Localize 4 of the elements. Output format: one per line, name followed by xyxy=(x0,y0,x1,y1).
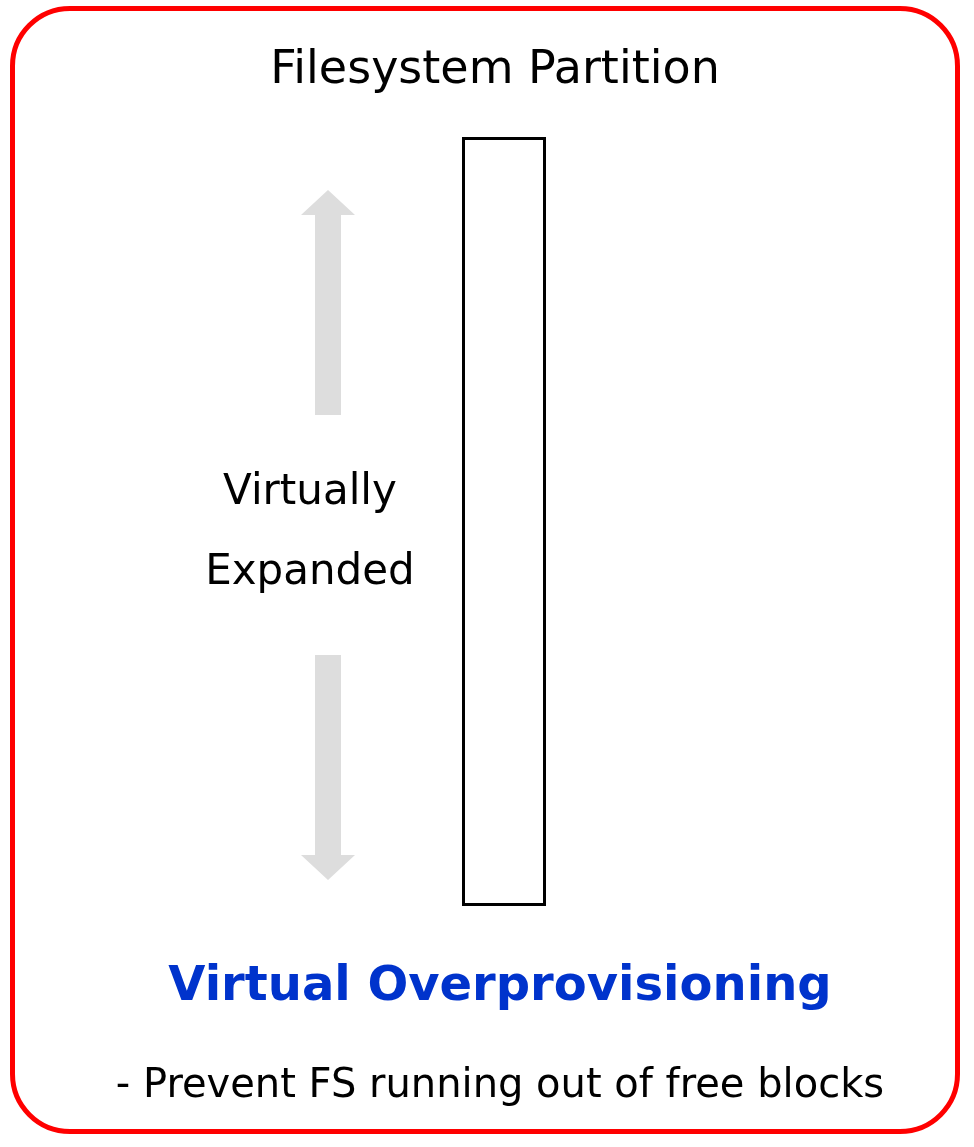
side-label: Virtually Expanded xyxy=(204,464,416,596)
heading: Filesystem Partition xyxy=(269,40,721,94)
note-text: - Prevent FS running out of free blocks xyxy=(114,1060,886,1106)
subtitle: Virtual Overprovisioning xyxy=(167,955,833,1011)
